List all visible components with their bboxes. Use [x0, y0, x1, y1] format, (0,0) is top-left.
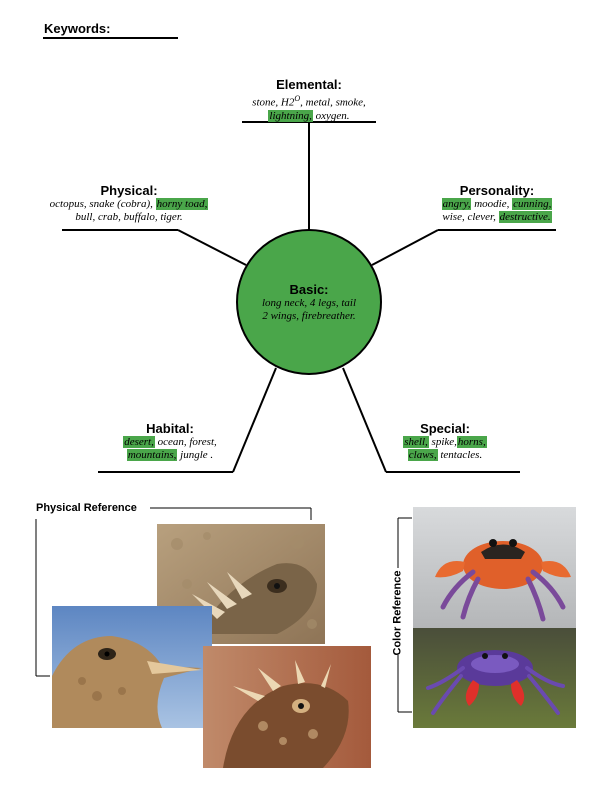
habitat-connector: [232, 367, 277, 473]
color-reference-bracket: [397, 517, 412, 713]
basic-line2: 2 wings, firebreather.: [262, 310, 356, 322]
special-line2-b: tentacles.: [437, 449, 483, 461]
special-line2: claws, tentacles.: [380, 449, 510, 462]
physical-reference-label: Physical Reference: [36, 502, 141, 514]
special-line1: shell, spike,horns,: [380, 436, 510, 449]
habitat-line2-b: jungle .: [177, 449, 214, 461]
habitat-line2: mountains, jungle .: [100, 449, 240, 462]
elemental-node: Elemental: stone, H2O, metal, smoke, lig…: [229, 77, 389, 123]
habitat-title: Habital:: [146, 421, 194, 436]
personality-connector: [371, 229, 439, 266]
elemental-line1-b: , metal, smoke,: [300, 96, 366, 109]
personality-node: Personality: angry, moodie, cunning, wis…: [430, 183, 564, 224]
keywords-label: Keywords:: [44, 21, 111, 36]
elemental-line1-a: stone, H2: [252, 96, 295, 109]
personality-line1-mid: moodie,: [471, 198, 510, 210]
physical-line1: octopus, snake (cobra), horny toad,: [40, 198, 218, 211]
personality-line2-a: wise, clever,: [442, 211, 496, 223]
special-node: Special: shell, spike,horns, claws, tent…: [380, 421, 510, 462]
special-highlight-claws: claws,: [407, 449, 438, 461]
habitat-highlight-desert: desert,: [123, 436, 155, 448]
physical-connector: [177, 229, 247, 266]
physical-line2: bull, crab, buffalo, tiger.: [75, 211, 183, 223]
personality-highlight-destructive: destructive.: [498, 211, 552, 223]
elemental-line1: stone, H2O, metal, smoke,: [229, 92, 389, 110]
crab-photo-orange: [413, 507, 576, 628]
personality-highlight-cunning: cunning,: [512, 198, 553, 210]
mind-map-lines: [62, 121, 556, 473]
elemental-line1-sup: O: [294, 94, 301, 103]
special-highlight-shell: shell,: [403, 436, 429, 448]
physical-title: Physical:: [100, 183, 158, 198]
basic-node: Basic: long neck, 4 legs, tail 2 wings, …: [237, 282, 381, 323]
personality-line2: wise, clever, destructive.: [430, 211, 564, 224]
special-title: Special:: [420, 421, 470, 436]
physical-highlight-horny-toad: horny toad,: [155, 198, 209, 210]
habitat-node: Habital: desert, ocean, forest, mountain…: [100, 421, 240, 462]
elemental-line2-b: oxygen.: [312, 109, 350, 122]
elemental-line2: lightning, oxygen.: [229, 109, 389, 123]
personality-title: Personality:: [459, 183, 535, 198]
basic-title: Basic:: [289, 282, 329, 297]
basic-circle: [236, 229, 382, 375]
elemental-title: Elemental:: [276, 77, 342, 92]
physical-line1-a: octopus, snake (cobra),: [49, 198, 153, 210]
horned-lizard-photo-left: [52, 606, 212, 728]
habitat-line1-mid: ocean, forest,: [154, 436, 217, 448]
habitat-highlight-mountains: mountains,: [126, 449, 178, 461]
habitat-line1: desert, ocean, forest,: [100, 436, 240, 449]
color-reference-label: Color Reference: [391, 570, 404, 656]
physical-reference-bracket: [35, 507, 312, 677]
special-highlight-horns: horns,: [456, 436, 487, 448]
personality-line1: angry, moodie, cunning,: [430, 198, 564, 211]
personality-highlight-angry: angry,: [441, 198, 472, 210]
physical-node: Physical: octopus, snake (cobra), horny …: [40, 183, 218, 224]
horned-lizard-photo-bottom: [203, 646, 371, 768]
crab-photo-purple: [413, 628, 576, 728]
special-connector: [342, 367, 387, 473]
keywords-underline: [43, 37, 178, 39]
special-line1-mid: spike,: [428, 436, 457, 448]
elemental-highlight-lightning: lightning,: [268, 109, 313, 122]
basic-line1: long neck, 4 legs, tail: [261, 297, 357, 309]
